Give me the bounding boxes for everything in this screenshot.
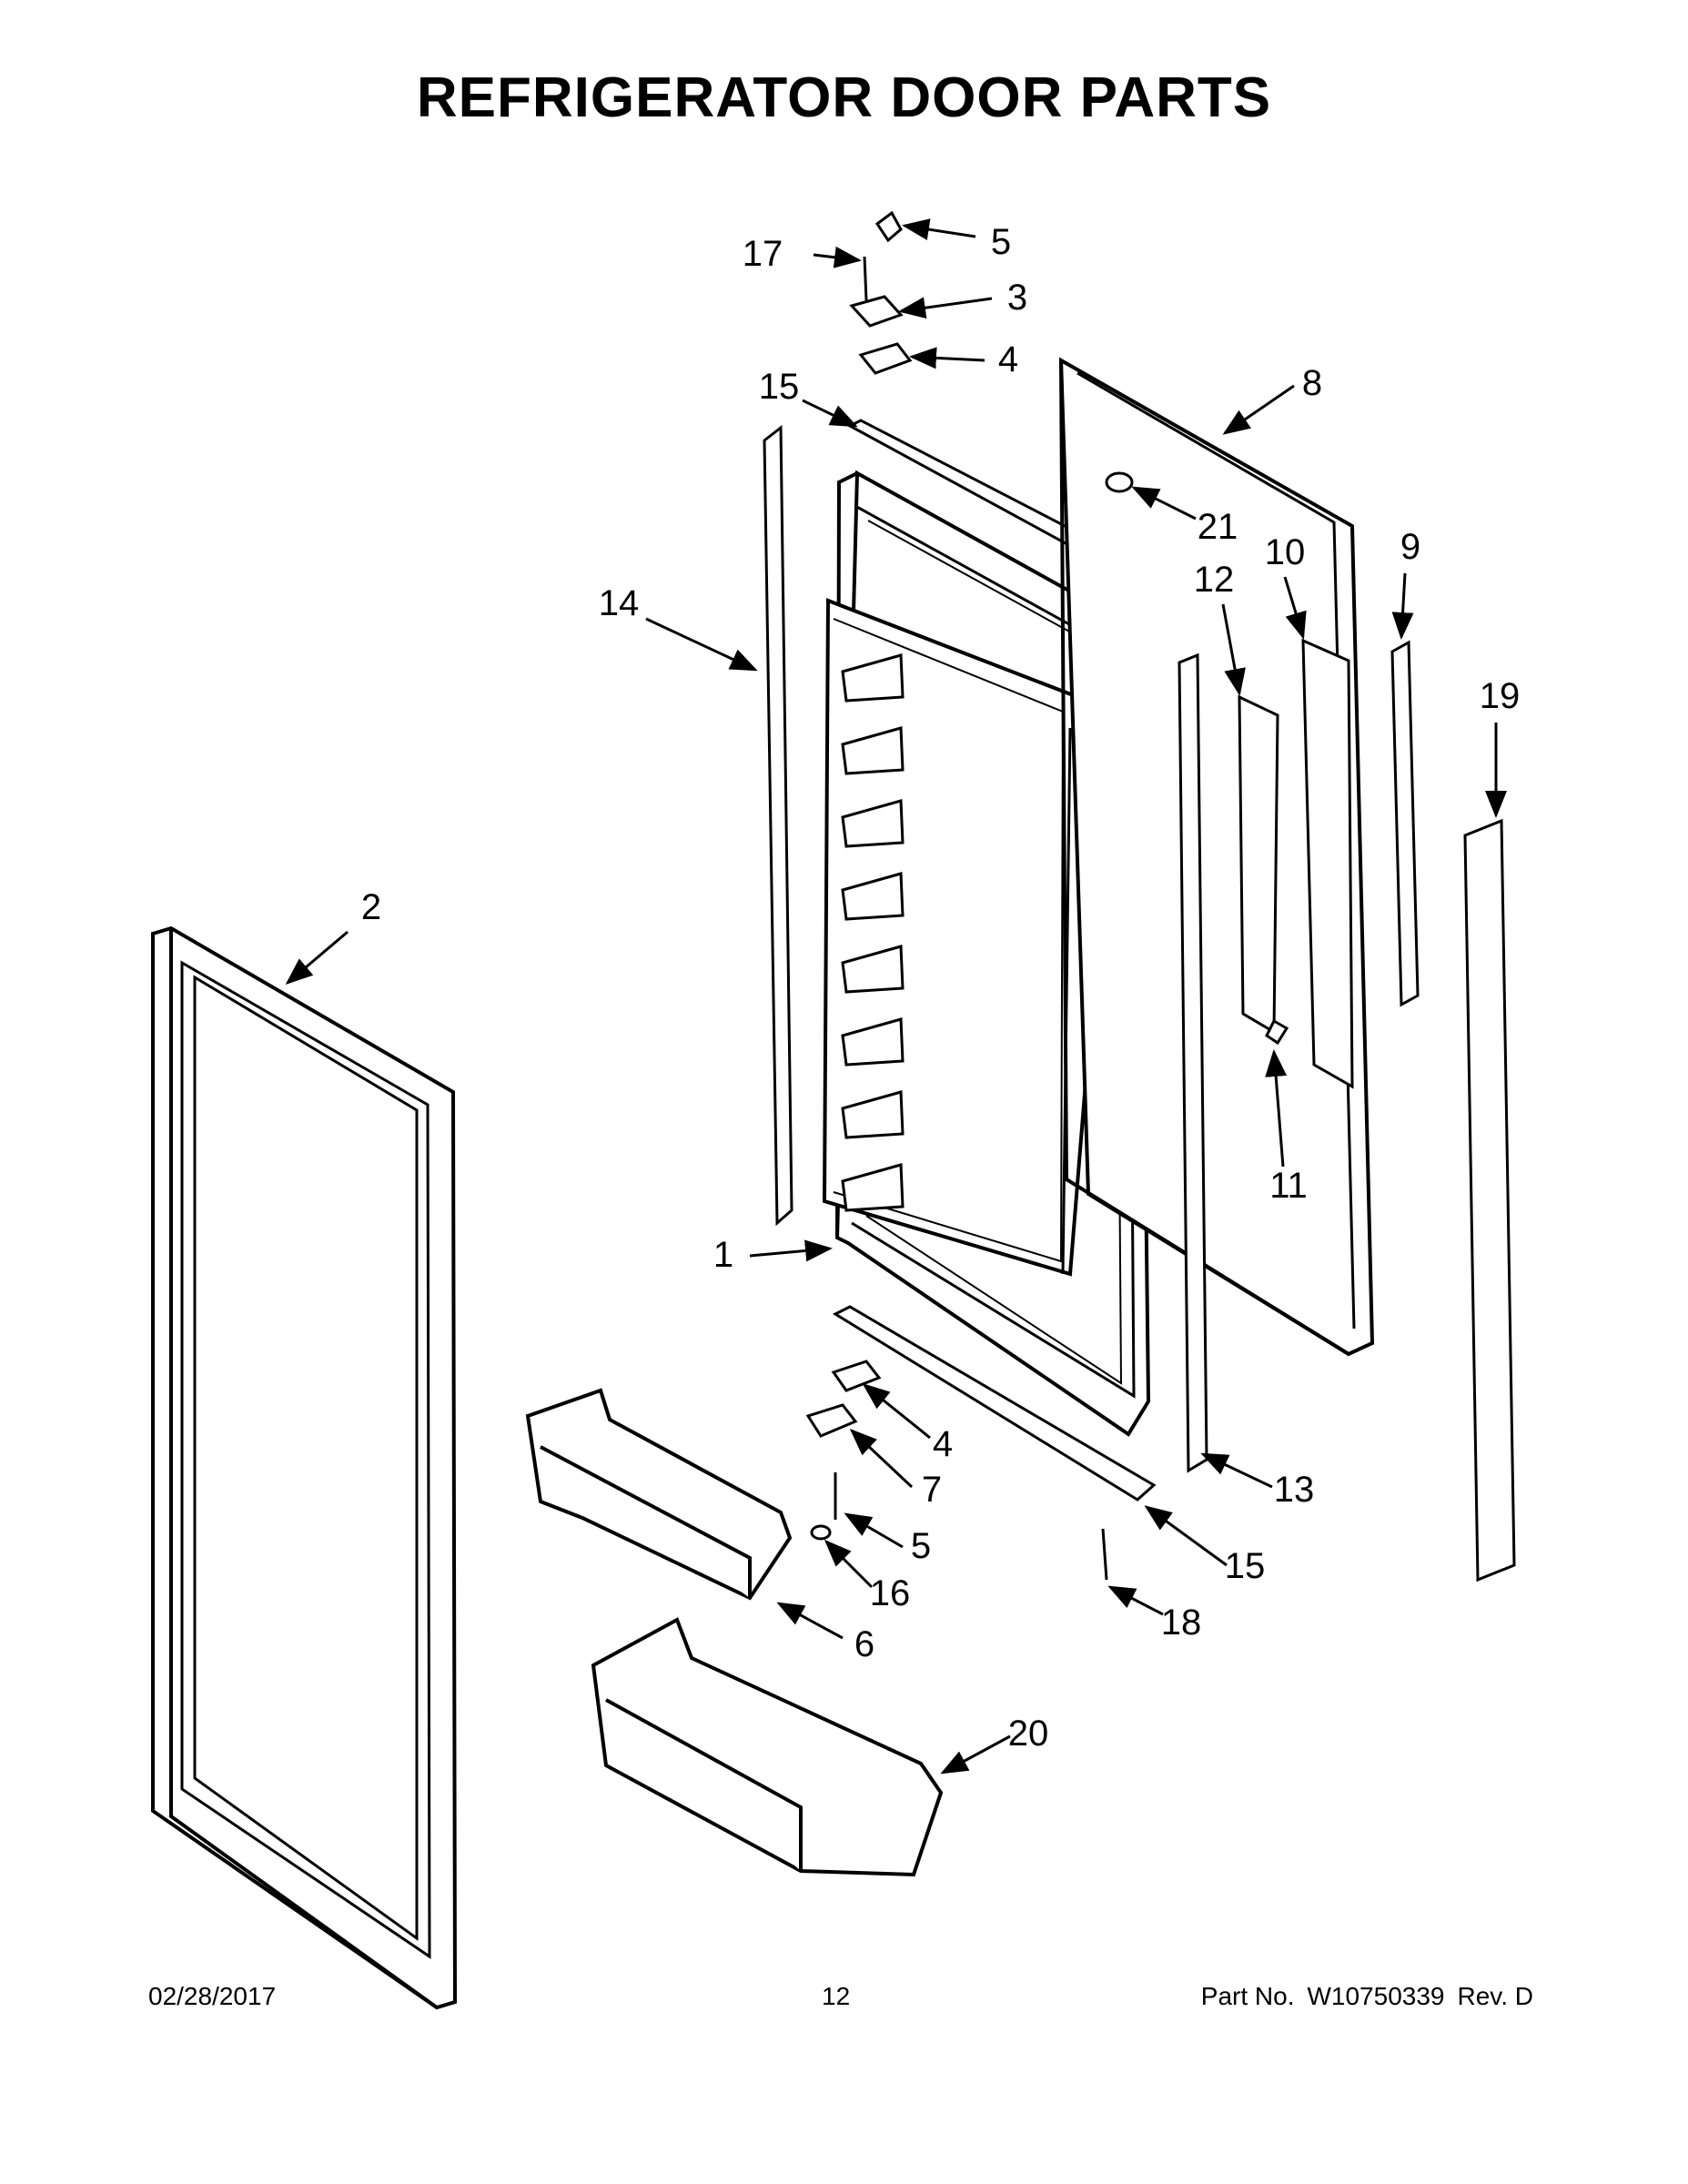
- door-components: [1178, 638, 1516, 1582]
- callout-label: 16: [870, 1573, 911, 1613]
- callout-label: 6: [854, 1624, 874, 1664]
- part-number: W10750339: [1307, 1982, 1445, 2010]
- callout-label: 10: [1265, 532, 1306, 572]
- callout-label: 1: [713, 1235, 733, 1275]
- revision: Rev. D: [1457, 1982, 1534, 2010]
- callout-label: 13: [1274, 1470, 1315, 1510]
- door-channel: [1301, 638, 1354, 1089]
- large-door-bin: [591, 1617, 944, 1877]
- callout-label: 7: [922, 1470, 942, 1510]
- part-label: Part No.: [1200, 1982, 1295, 2010]
- light-bar: [1390, 640, 1420, 1007]
- small-door-bin: [525, 1388, 793, 1601]
- insulation-panel: [1238, 694, 1279, 1035]
- callout-label: 4: [998, 339, 1018, 379]
- callout-label: 5: [991, 222, 1011, 262]
- callout-label: 11: [1269, 1166, 1308, 1206]
- callout-label: 12: [1194, 560, 1235, 600]
- shelf-ribs: [841, 653, 905, 1212]
- callout-label: 15: [759, 367, 800, 407]
- door-gasket: [151, 925, 458, 2010]
- hardware: [805, 210, 1289, 1581]
- footer-date: 02/28/2017: [148, 1982, 277, 2010]
- callout-label: 9: [1400, 527, 1420, 567]
- callout-label: 20: [1008, 1714, 1049, 1754]
- callout-label: 19: [1480, 676, 1521, 716]
- callout-label: 5: [911, 1526, 931, 1566]
- callout-label: 15: [1225, 1546, 1266, 1586]
- callout-label: 2: [361, 887, 381, 927]
- page-title: REFRIGERATOR DOOR PARTS: [416, 66, 1272, 129]
- rear-trim: [1463, 818, 1516, 1582]
- leader-lines: [285, 218, 1507, 1774]
- footer-page-number: 12: [822, 1982, 851, 2010]
- callout-label: 8: [1302, 363, 1322, 403]
- callout-label: 14: [599, 583, 640, 623]
- footer-part-number: Part No. W10750339 Rev. D: [1188, 1982, 1533, 2011]
- callout-label: 18: [1161, 1603, 1202, 1643]
- callout-label: 17: [743, 234, 783, 274]
- side-trim-strip: [763, 424, 793, 1227]
- callout-label: 4: [933, 1424, 953, 1464]
- callout-label: 3: [1007, 278, 1027, 318]
- callout-label: 21: [1198, 507, 1238, 547]
